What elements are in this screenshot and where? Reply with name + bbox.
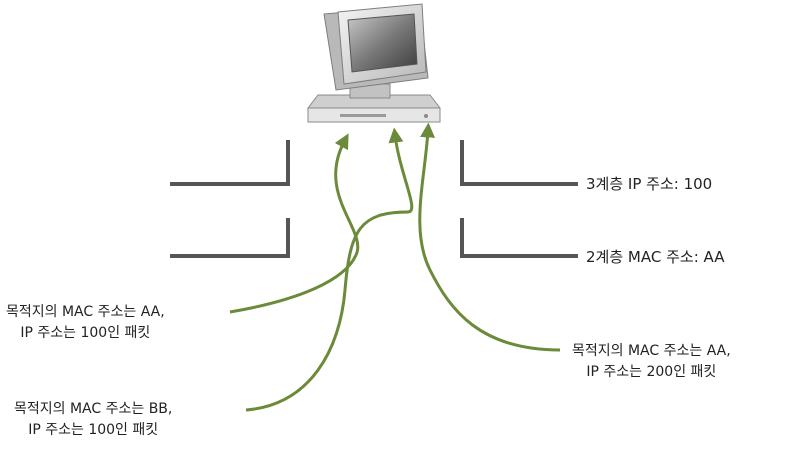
layer3-filter [170,140,578,184]
packet-label-2: 목적지의 MAC 주소는 AA, IP 주소는 200인 패킷 [572,341,731,383]
packet-label-2-line2: IP 주소는 200인 패킷 [572,362,731,383]
packet-label-3-line1: 목적지의 MAC 주소는 BB, [14,399,172,420]
packet-arrow-mac-aa-ip-100 [230,140,358,312]
crt-computer-icon [308,4,440,122]
packet-label-1: 목적지의 MAC 주소는 AA, IP 주소는 100인 패킷 [6,302,165,344]
packet-label-3-line2: IP 주소는 100인 패킷 [14,420,172,441]
packet-label-2-line1: 목적지의 MAC 주소는 AA, [572,341,731,362]
packet-label-1-line2: IP 주소는 100인 패킷 [6,323,165,344]
packet-arrow-mac-aa-ip-200 [420,130,560,350]
packet-label-3: 목적지의 MAC 주소는 BB, IP 주소는 100인 패킷 [14,399,172,441]
layer2-label: 2계층 MAC 주소: AA [586,247,724,268]
layer2-filter [170,218,578,256]
packet-label-1-line1: 목적지의 MAC 주소는 AA, [6,302,165,323]
packet-arrow-mac-bb-ip-100 [246,135,412,410]
layer3-label: 3계층 IP 주소: 100 [586,174,712,195]
